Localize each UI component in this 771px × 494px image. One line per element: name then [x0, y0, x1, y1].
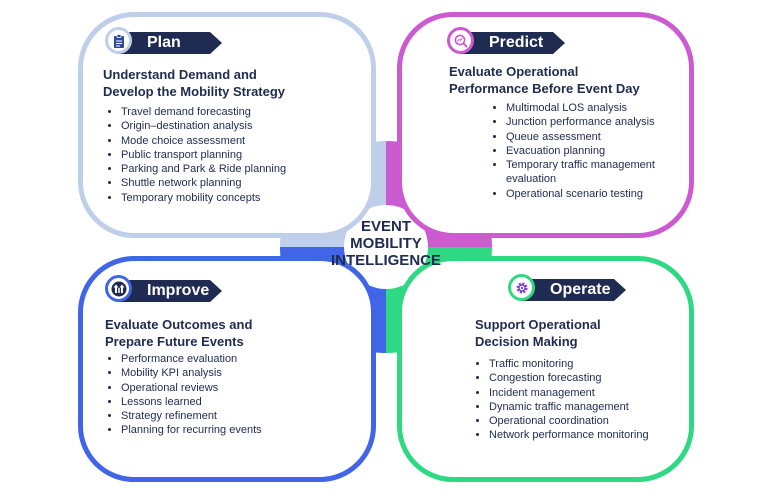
- list-item: Shuttle network planning: [121, 176, 286, 190]
- list-item: Junction performance analysis: [506, 115, 655, 129]
- predict-heading: Evaluate Operational Performance Before …: [449, 64, 640, 96]
- list-item: evaluation: [506, 173, 557, 186]
- search-analytics-icon: [447, 27, 474, 54]
- plan-label: Plan: [119, 32, 210, 54]
- list-item: Evacuation planning: [506, 144, 655, 158]
- list-item: Lessons learned: [121, 395, 262, 409]
- predict-card: [397, 12, 694, 238]
- operate-tab: Operate: [508, 274, 626, 301]
- list-item: Origin–destination analysis: [121, 119, 286, 133]
- improve-label: Improve: [119, 280, 210, 302]
- predict-label: Predict: [461, 32, 553, 54]
- operate-heading: Support Operational Decision Making: [475, 317, 601, 349]
- improve-list: Performance evaluation Mobility KPI anal…: [107, 352, 262, 438]
- clipboard-icon: [105, 27, 132, 54]
- operate-list: Traffic monitoring Congestion forecastin…: [475, 357, 649, 443]
- list-item: Performance evaluation: [121, 352, 262, 366]
- list-item: Travel demand forecasting: [121, 105, 286, 119]
- operate-label: Operate: [522, 279, 614, 301]
- list-item: Mobility KPI analysis: [121, 366, 262, 380]
- gear-icon: [508, 274, 535, 301]
- list-item: Operational coordination: [489, 414, 649, 428]
- predict-list: Multimodal LOS analysis Junction perform…: [492, 101, 655, 201]
- list-item: Mode choice assessment: [121, 134, 286, 148]
- list-item: Congestion forecasting: [489, 371, 649, 385]
- plan-list: Travel demand forecasting Origin–destina…: [107, 105, 286, 205]
- list-item: Operational scenario testing: [506, 187, 655, 201]
- list-item: Incident management: [489, 386, 649, 400]
- list-item: Operational reviews: [121, 381, 262, 395]
- plan-heading: Understand Demand and Develop the Mobili…: [103, 67, 286, 99]
- list-item: Public transport planning: [121, 148, 286, 162]
- list-item: Temporary traffic management: [506, 158, 655, 172]
- plan-tab: Plan: [105, 27, 222, 54]
- list-item: Planning for recurring events: [121, 423, 262, 437]
- list-item: Temporary mobility concepts: [121, 191, 286, 205]
- list-item: Parking and Park & Ride planning: [121, 162, 286, 176]
- list-item: Traffic monitoring: [489, 357, 649, 371]
- list-item: Dynamic traffic management: [489, 400, 649, 414]
- list-item: Strategy refinement: [121, 409, 262, 423]
- improve-heading: Evaluate Outcomes and Prepare Future Eve…: [105, 317, 253, 349]
- list-item: Queue assessment: [506, 130, 655, 144]
- predict-tab: Predict: [447, 27, 565, 54]
- center-title: EVENT MOBILITY INTELLIGENCE: [330, 218, 441, 269]
- list-item: Multimodal LOS analysis: [506, 101, 655, 115]
- improve-tab: Improve: [105, 275, 222, 302]
- growth-arrows-icon: [105, 275, 132, 302]
- list-item: Network performance monitoring: [489, 428, 649, 442]
